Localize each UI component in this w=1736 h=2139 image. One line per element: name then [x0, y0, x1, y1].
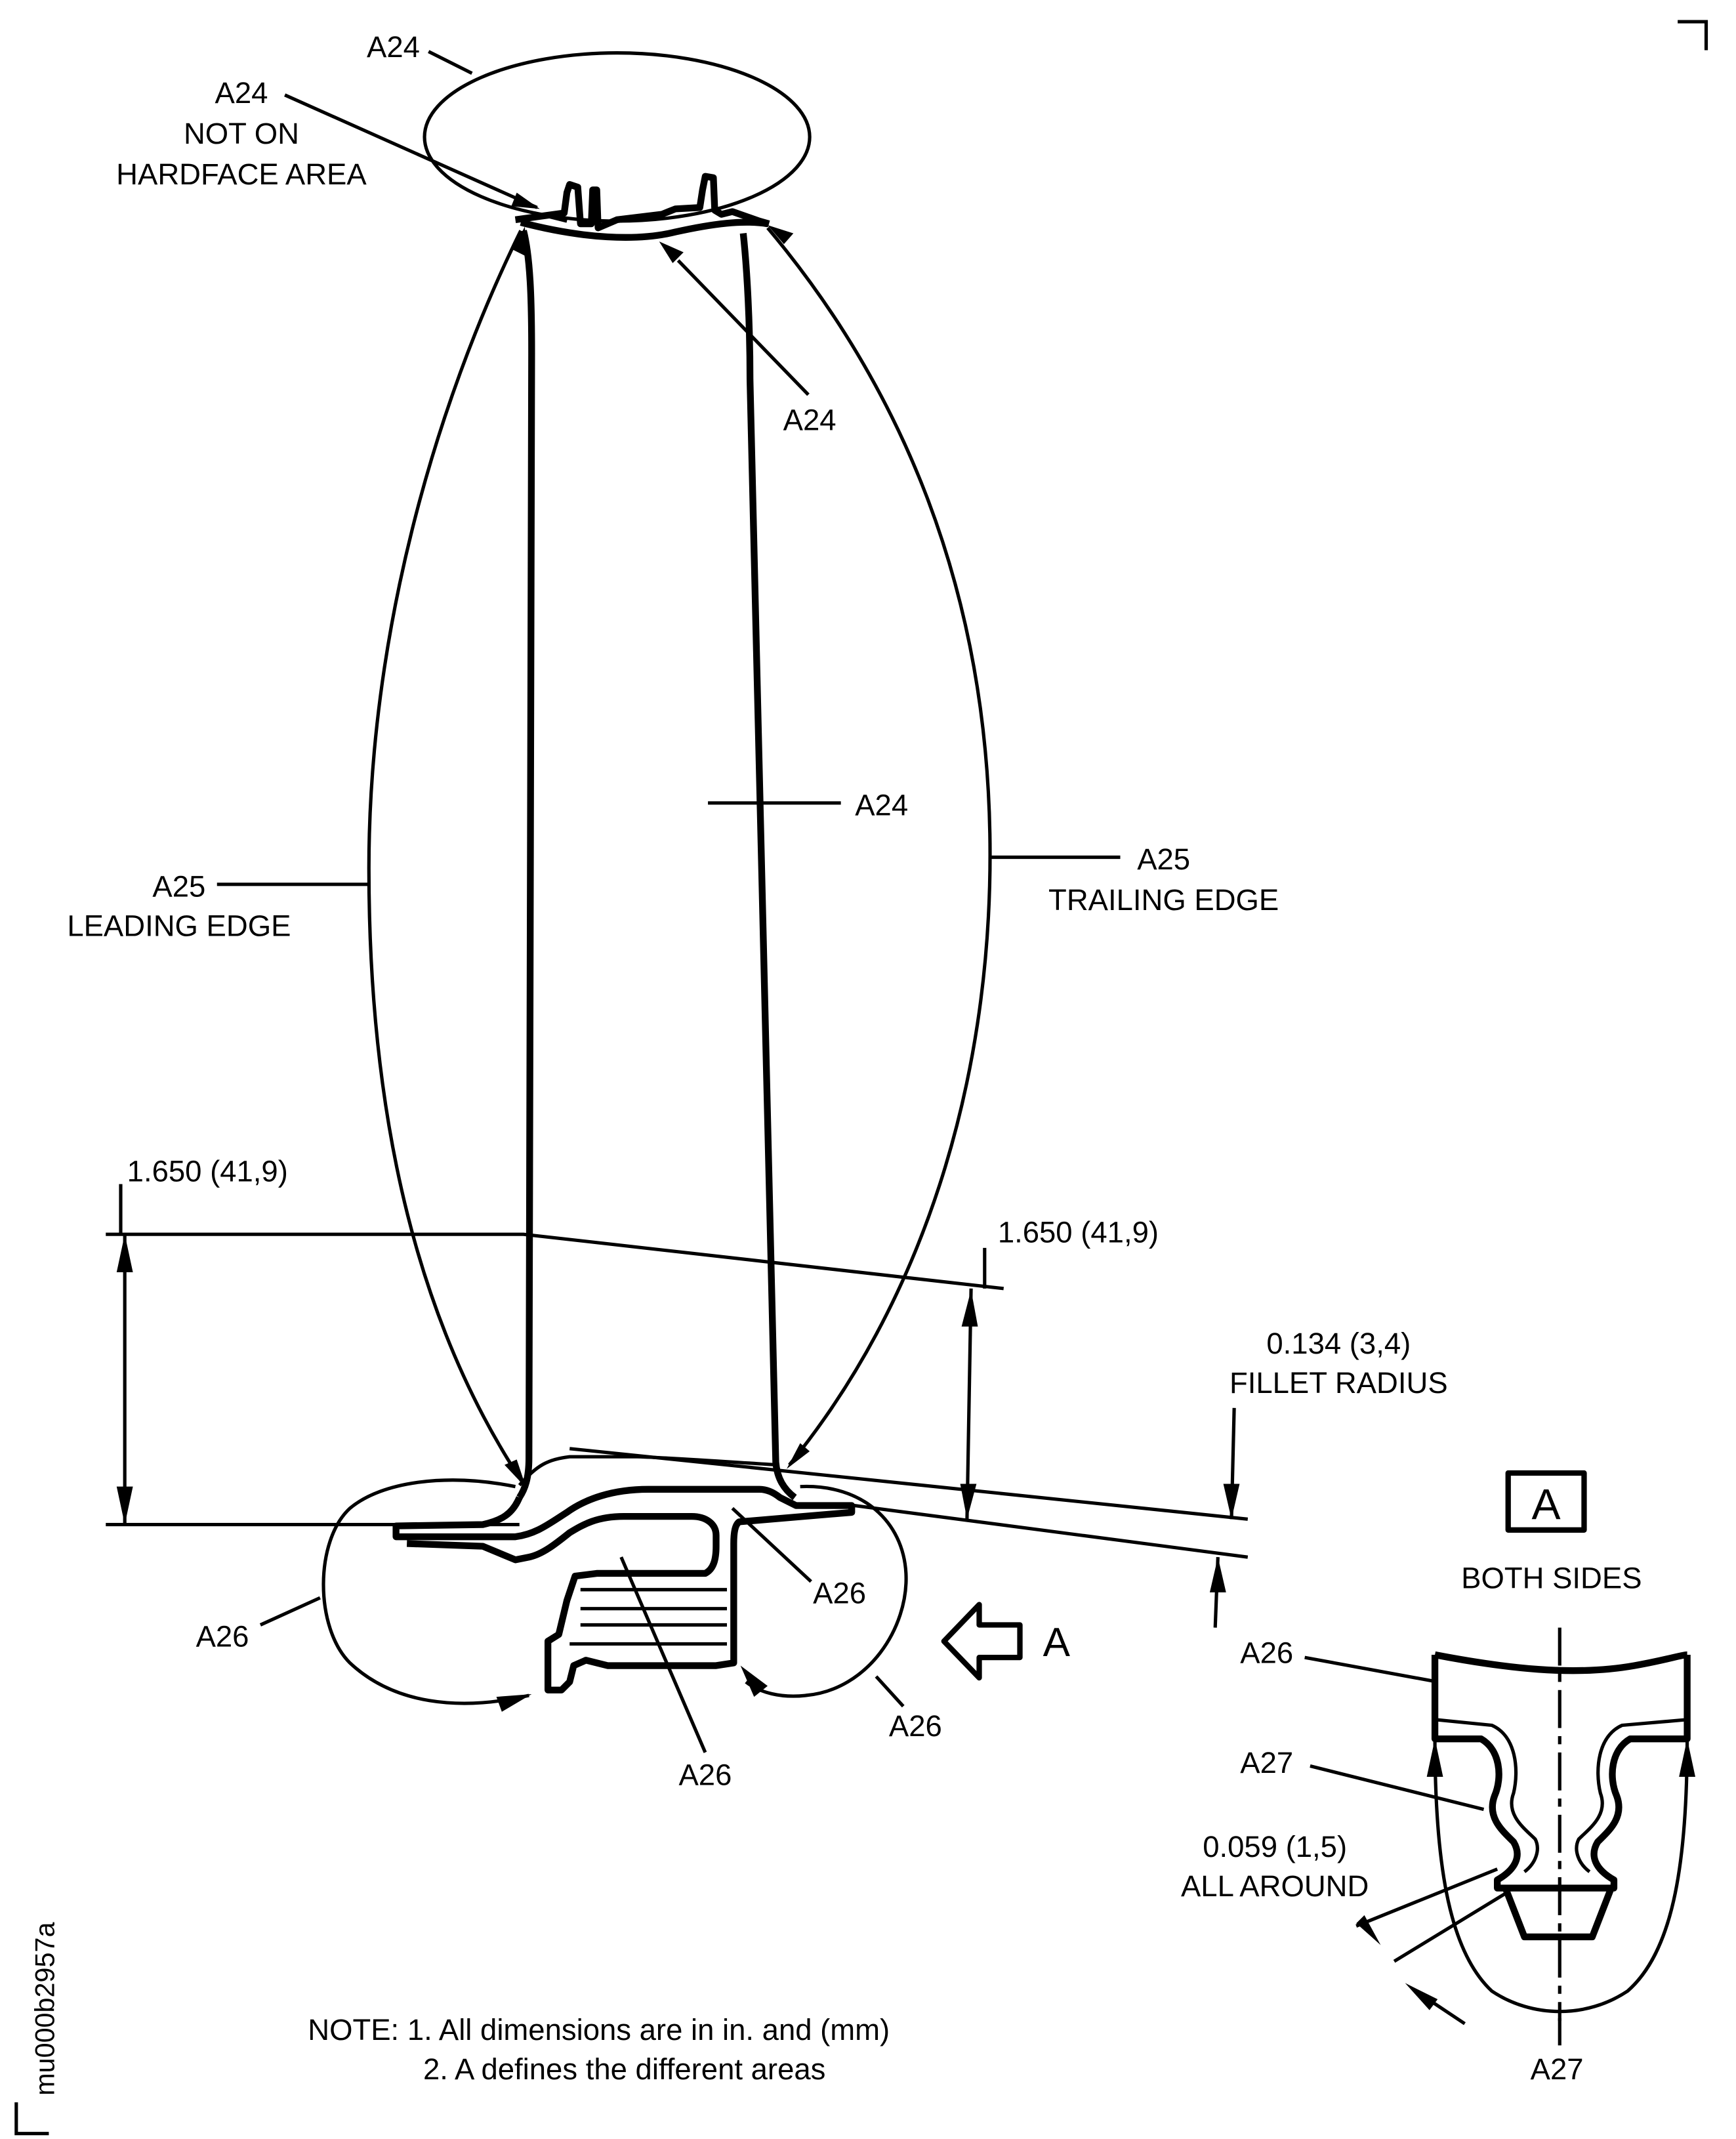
label-a26-left: A26	[196, 1620, 249, 1653]
label-a24-hardface-1: A24	[215, 76, 268, 110]
area-a25-callouts	[217, 225, 1121, 1488]
note-line-2: 2. A defines the different areas	[423, 2052, 825, 2086]
label-allaround-1: 0.059 (1,5)	[1203, 1830, 1347, 1863]
label-view-box-letter: A	[1532, 1480, 1561, 1529]
label-both-sides: BOTH SIDES	[1461, 1562, 1642, 1595]
label-a25-leading-2: LEADING EDGE	[67, 909, 291, 942]
area-a26-callouts	[259, 1478, 908, 1753]
label-a26-platform: A26	[813, 1576, 866, 1609]
label-a27-bottom: A27	[1531, 2052, 1584, 2086]
label-a26-center: A26	[678, 1758, 732, 1791]
blade-tip-shroud	[514, 173, 770, 241]
label-a25-leading-1: A25	[152, 869, 205, 903]
label-a24-hardface-2: NOT ON	[184, 117, 299, 150]
note-line-1: NOTE: 1. All dimensions are in in. and (…	[308, 2013, 890, 2046]
dimension-lines	[106, 1184, 1249, 1628]
label-a26-right: A26	[889, 1709, 942, 1743]
drawing-id: mu000b2957a	[30, 1922, 60, 2096]
label-fillet-2: FILLET RADIUS	[1230, 1366, 1448, 1400]
area-a24-callouts	[284, 50, 841, 805]
label-dim-right: 1.650 (41,9)	[998, 1216, 1159, 1249]
view-a-arrow	[941, 1602, 1023, 1681]
label-a25-trailing-1: A25	[1137, 842, 1190, 876]
label-a25-trailing-2: TRAILING EDGE	[1048, 883, 1279, 917]
airfoil	[516, 230, 797, 1501]
label-allaround-2: ALL AROUND	[1181, 1869, 1369, 1903]
labels: A24 A24 NOT ON HARDFACE AREA A24 A24 A25…	[30, 30, 1642, 2096]
label-a27-detail: A27	[1240, 1746, 1293, 1779]
label-fillet-1: 0.134 (3,4)	[1266, 1327, 1411, 1360]
label-dim-left: 1.650 (41,9)	[127, 1155, 288, 1188]
label-a26-detail: A26	[1240, 1636, 1293, 1669]
label-a24-airfoil: A24	[855, 788, 908, 821]
label-a24-top: A24	[367, 30, 420, 64]
label-a24-hardface-3: HARDFACE AREA	[116, 157, 367, 191]
corner-mark-bottom-left	[14, 2102, 49, 2136]
label-view-a-letter: A	[1043, 1620, 1071, 1665]
corner-mark-top-right	[1678, 20, 1708, 51]
detail-view-a	[1304, 1470, 1695, 2046]
label-a24-under-shroud: A24	[783, 403, 837, 436]
blade-root-platform	[392, 1455, 856, 1693]
